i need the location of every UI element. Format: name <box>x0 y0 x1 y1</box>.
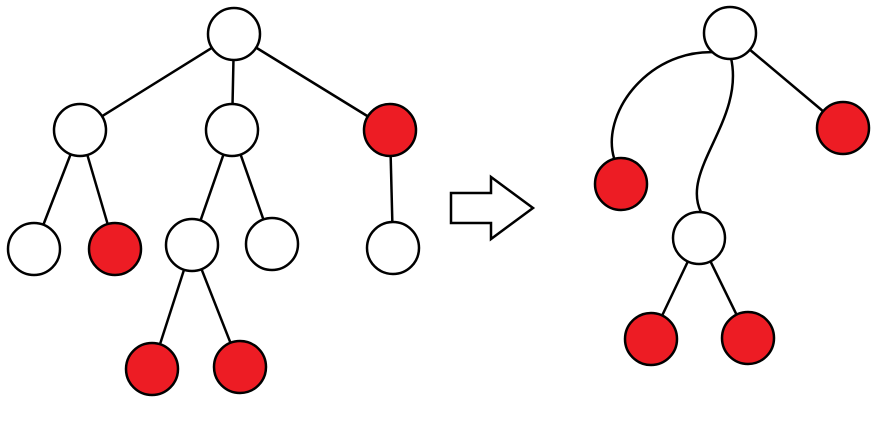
left-tree-node-b <box>204 102 260 158</box>
left-tree-edge-root-b <box>231 59 235 105</box>
left-tree-node-a1 <box>6 221 62 277</box>
right-tree-nodes <box>593 5 871 367</box>
right-tree-node-l-marked <box>593 156 649 212</box>
left-tree-node-b2 <box>244 216 300 272</box>
left-tree-node-a <box>52 102 108 158</box>
right-tree-node-m1-marked <box>623 311 679 367</box>
right-tree <box>593 5 871 367</box>
right-tree-node-m2-marked <box>720 310 776 366</box>
right-tree-edge-root-r <box>749 48 824 113</box>
left-tree-node-c1 <box>365 220 421 276</box>
right-tree-edge-m-m2 <box>709 260 738 316</box>
left-tree-edge-b-b2 <box>239 154 265 220</box>
right-tree-edge-m-m1 <box>661 260 689 317</box>
left-tree-node-c-marked <box>362 102 418 158</box>
left-tree-node-a2-marked <box>87 221 143 277</box>
left-tree-node-root <box>206 6 262 62</box>
left-tree-node-b1a-marked <box>124 341 180 397</box>
transform-arrow-icon <box>449 174 536 242</box>
left-tree-edge-a-a2 <box>86 154 109 225</box>
left-tree-edge-root-a <box>101 46 213 118</box>
left-tree-edge-c-c1 <box>389 155 394 223</box>
right-tree-edges <box>610 48 824 317</box>
left-tree-node-b1 <box>164 217 220 273</box>
left-tree-edge-a-a1 <box>42 153 72 226</box>
left-tree-nodes <box>6 6 421 397</box>
left-tree-node-b1b-marked <box>212 339 268 395</box>
right-tree-node-m <box>671 210 727 266</box>
left-tree <box>6 6 421 397</box>
left-tree-edge-root-c <box>255 46 369 118</box>
right-tree-node-root <box>702 5 758 61</box>
right-tree-edge-root-m <box>695 57 735 213</box>
left-tree-edge-b-b1 <box>199 154 225 221</box>
right-tree-node-r-marked <box>815 100 871 156</box>
right-tree-edge-root-l <box>610 51 731 159</box>
left-tree-edge-b1-b1b <box>200 268 232 344</box>
left-tree-edge-b1-b1a <box>158 269 186 345</box>
left-tree-edges <box>42 46 394 345</box>
